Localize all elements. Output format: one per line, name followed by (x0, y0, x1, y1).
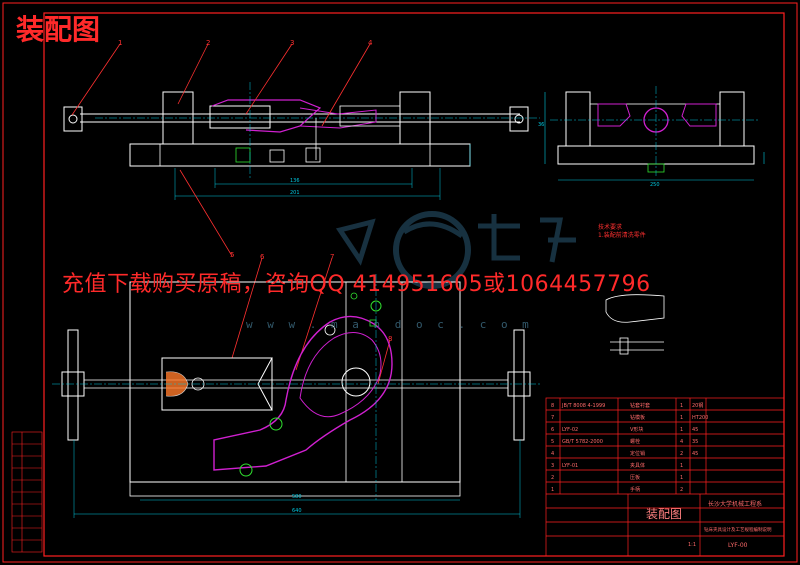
title-block-scale: 1:1 (688, 542, 696, 548)
note-line-1: 技术要求 (598, 224, 623, 231)
watermark-logo (335, 211, 576, 289)
part-row-no: 8 (551, 403, 554, 409)
part-row-mat: 20钢 (692, 402, 703, 409)
part-row-qty: 2 (680, 451, 683, 457)
part-row-name: 手柄 (630, 486, 640, 493)
balloon-3: 3 (290, 39, 294, 47)
part-row-name: 压板 (630, 474, 640, 481)
balloon-1: 1 (118, 39, 122, 47)
title-block-drawing-no: LYF-00 (728, 542, 748, 549)
part-row-no: 6 (551, 427, 554, 433)
title-block-drawing-name: 装配图 (646, 507, 682, 521)
part-row-qty: 4 (680, 439, 683, 445)
part-row-code: LYF-01 (562, 463, 578, 469)
title-block-school: 长沙大学机械工程系 (708, 500, 762, 508)
balloon-7: 7 (330, 253, 334, 261)
side-view (544, 86, 765, 181)
part-row-code: JB/T 8008 4-1999 (561, 403, 605, 409)
drawing-frame (43, 12, 785, 557)
part-row-no: 7 (551, 415, 554, 421)
watermark-url: w w w . m a n d o c . c o m (246, 318, 533, 331)
balloon-5: 5 (230, 251, 234, 259)
dim-front-2: 201 (290, 190, 300, 196)
part-row-name: 螺栓 (630, 438, 640, 445)
technical-notes: 技术要求 1.装配前清洗零件 (598, 224, 646, 240)
detail-view (605, 294, 665, 355)
part-row-qty: 1 (680, 415, 683, 421)
part-row-no: 5 (551, 439, 554, 445)
part-row-no: 3 (551, 463, 554, 469)
part-row-no: 2 (551, 475, 554, 481)
binding-strip (11, 431, 43, 553)
part-row-no: 4 (551, 451, 554, 457)
part-row-mat: HT200 (692, 415, 708, 421)
front-view (63, 82, 540, 200)
part-row-name: 钻套衬套 (630, 402, 650, 409)
part-row-qty: 1 (680, 403, 683, 409)
title-block-subtitle: 钻床夹具设计及工艺规程编制说明 (704, 526, 772, 533)
plan-view (52, 274, 540, 518)
title-block (545, 397, 785, 557)
part-row-name: 钻模板 (630, 414, 645, 421)
part-row-qty: 2 (680, 487, 683, 493)
balloon-8: 8 (388, 335, 392, 343)
dim-front-1: 136 (290, 178, 300, 184)
part-row-qty: 1 (680, 463, 683, 469)
parts-list: 8 JB/T 8008 4-1999 钻套衬套 1 20钢 7 钻模板 1 HT… (551, 402, 708, 493)
part-row-code: GB/T 5782-2000 (562, 439, 603, 445)
dim-plan-2: 640 (292, 508, 302, 514)
balloon-6: 6 (260, 253, 265, 261)
part-row-no: 1 (551, 487, 554, 493)
leader-lines (71, 43, 391, 385)
part-row-name: 定位销 (630, 450, 645, 457)
part-row-qty: 1 (680, 475, 683, 481)
part-row-qty: 1 (680, 427, 683, 433)
part-row-mat: 45 (692, 427, 698, 433)
part-row-code: LYF-02 (562, 427, 578, 433)
balloon-4: 4 (368, 39, 373, 47)
part-row-name: V形块 (630, 426, 643, 433)
dim-side-width: 250 (650, 182, 660, 188)
part-row-mat: 35 (692, 439, 698, 445)
dim-side-height: 36 (538, 122, 544, 128)
note-line-2: 1.装配前清洗零件 (598, 232, 646, 239)
balloon-2: 2 (206, 39, 210, 47)
part-row-mat: 45 (692, 451, 698, 457)
corner-title: 装配图 (16, 13, 101, 46)
part-row-name: 夹具体 (630, 462, 645, 469)
dim-plan-1: 580 (292, 494, 302, 500)
watermark-banner: 充值下载购买原稿，咨询QQ 414951605或1064457796 (62, 272, 651, 297)
